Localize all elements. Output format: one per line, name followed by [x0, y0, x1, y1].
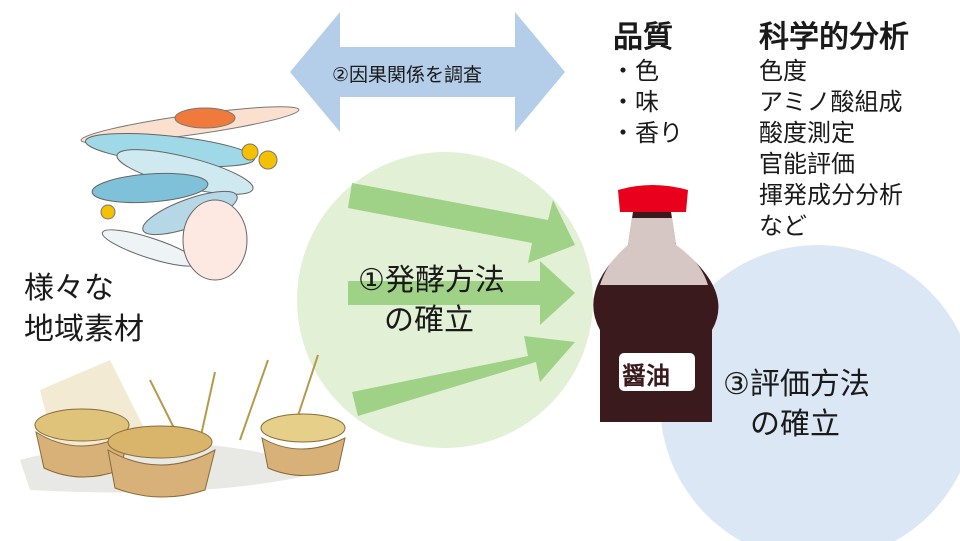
evaluation-label-line1: ③評価方法 [723, 367, 870, 402]
green-arrow-top [348, 183, 575, 263]
soy-sauce-bottle [593, 185, 719, 422]
analysis-item-sensory: 官能評価 [759, 150, 855, 178]
analysis-title: 科学的分析 [759, 20, 909, 55]
bottle-label: 醤油 [622, 362, 670, 390]
analysis-item-chromaticity: 色度 [759, 57, 807, 85]
materials-label-line1: 様々な [24, 271, 114, 306]
analysis-item-amino-acid: アミノ酸組成 [759, 88, 903, 116]
grain-illustration [20, 354, 346, 498]
arrow-label: ②因果関係を調査 [332, 64, 483, 86]
green-arrow-middle [348, 261, 575, 325]
fermentation-label-line1: ①発酵方法 [358, 263, 505, 298]
quality-item-color: ・色 [611, 57, 659, 85]
double-arrow [290, 12, 565, 132]
fish-illustration [80, 106, 300, 281]
circle-evaluation [660, 245, 960, 541]
green-arrow-bottom [352, 336, 575, 416]
quality-item-taste: ・味 [611, 88, 659, 116]
evaluation-label-line2: の確立 [750, 407, 840, 442]
quality-item-aroma: ・香り [611, 119, 683, 147]
fermentation-label-line2: の確立 [384, 303, 474, 338]
analysis-item-volatile: 揮発成分分析 [759, 181, 903, 209]
analysis-item-acidity: 酸度測定 [759, 119, 855, 147]
quality-title: 品質 [613, 20, 673, 55]
analysis-item-etc: など [759, 212, 807, 240]
materials-label-line2: 地域素材 [24, 312, 144, 347]
